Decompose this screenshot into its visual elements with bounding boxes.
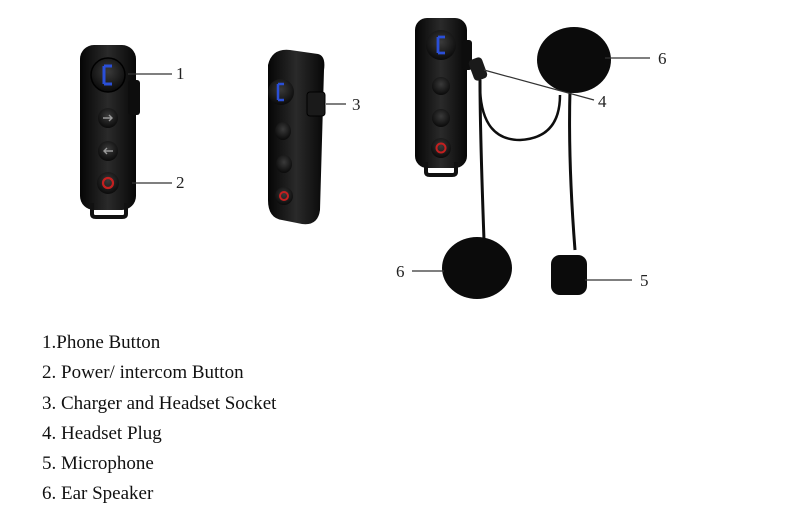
callout-2: 2: [176, 173, 185, 192]
legend-item-headset-plug: 4. Headset Plug: [42, 422, 162, 444]
callout-6-bottom: 6: [396, 262, 405, 281]
legend-item-power-button: 2. Power/ intercom Button: [42, 362, 244, 384]
legend-item-ear-speaker: 6. Ear Speaker: [42, 483, 154, 505]
ear-speaker-top: [537, 27, 611, 93]
legend-item-microphone: 5. Microphone: [42, 453, 154, 475]
callout-5: 5: [640, 271, 649, 290]
headset-assembly: [415, 18, 611, 299]
parts-legend: 1.Phone Button 2. Power/ intercom Button…: [42, 328, 276, 510]
callout-6-top: 6: [658, 49, 667, 68]
phone-button-icon: [90, 57, 126, 93]
ear-speaker-bottom: [442, 237, 512, 299]
front-view-unit: [80, 45, 140, 219]
side-view-unit: [268, 49, 326, 225]
headset-diagram: 1 2 3 4 5 6 6: [80, 18, 667, 299]
legend-item-phone-button: 1.Phone Button: [42, 332, 161, 353]
callout-1: 1: [176, 64, 185, 83]
callout-3: 3: [352, 95, 361, 114]
power-button-icon: [97, 172, 119, 194]
microphone: [551, 255, 587, 295]
headset-plug: [468, 57, 488, 81]
callout-4: 4: [598, 92, 607, 111]
legend-item-charger-socket: 3. Charger and Headset Socket: [42, 392, 277, 414]
